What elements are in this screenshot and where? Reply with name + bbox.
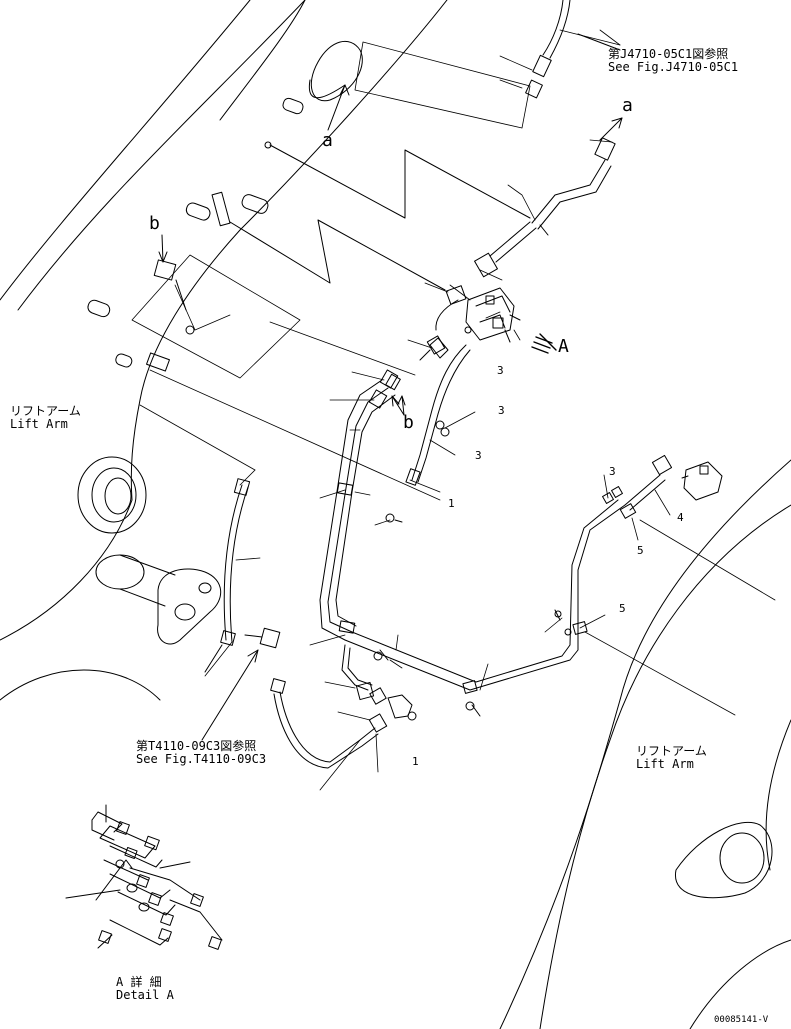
ref-top: 第J4710-05C1図参照 See Fig.J4710-05C1 bbox=[608, 48, 738, 74]
detail-a-en: Detail A bbox=[116, 988, 174, 1002]
lift-arm-left-jp: リフトアーム bbox=[10, 404, 81, 418]
leader-frames bbox=[131, 254, 441, 501]
part-number: 1 bbox=[412, 755, 419, 768]
part-number: 3 bbox=[609, 465, 616, 478]
main-pipes bbox=[319, 299, 637, 694]
detail-a-label: A 詳 細 Detail A bbox=[116, 976, 174, 1002]
ref-top-jp: 第J4710-05C1図参照 bbox=[608, 47, 729, 61]
detail-a-drawing bbox=[65, 804, 223, 950]
part-number: 3 bbox=[498, 404, 505, 417]
ref-bottom-jp: 第T4110-09C3図参照 bbox=[136, 739, 257, 753]
lift-arm-right-jp: リフトアーム bbox=[636, 744, 707, 758]
ref-bottom: 第T4110-09C3図参照 See Fig.T4110-09C3 bbox=[136, 740, 266, 766]
ref-top-en: See Fig.J4710-05C1 bbox=[608, 60, 739, 74]
marker-a-right: a bbox=[622, 95, 633, 116]
upper-hose-lines bbox=[354, 0, 621, 129]
part-number: 4 bbox=[677, 511, 684, 524]
bottom-fittings bbox=[244, 326, 572, 769]
marker-a-left: a bbox=[322, 130, 333, 151]
lift-arm-right-en: Lift Arm bbox=[636, 757, 694, 771]
part-number: 1 bbox=[448, 497, 455, 510]
part-number: 3 bbox=[475, 449, 482, 462]
marker-detail-a: A bbox=[558, 336, 569, 357]
marker-b-right: b bbox=[403, 412, 414, 433]
detail-a-jp: A 詳 細 bbox=[116, 975, 162, 989]
upper-right-fittings bbox=[602, 454, 723, 511]
spacers bbox=[87, 97, 304, 372]
lift-arm-left-en: Lift Arm bbox=[10, 417, 68, 431]
leader-lines bbox=[204, 29, 776, 791]
right-lift-arm-outline bbox=[499, 459, 791, 1029]
marker-b-left: b bbox=[149, 213, 160, 234]
break-lines bbox=[229, 144, 531, 291]
left-lift-arm-outline bbox=[0, 0, 448, 701]
ref-bottom-en: See Fig.T4110-09C3 bbox=[136, 752, 267, 766]
left-cylinder-hose bbox=[204, 478, 251, 673]
cylinder-pin bbox=[95, 554, 222, 645]
part-number: 5 bbox=[619, 602, 626, 615]
lift-arm-left-label: リフトアーム Lift Arm bbox=[10, 405, 81, 431]
arrows bbox=[158, 33, 623, 741]
pin-boss bbox=[77, 456, 147, 534]
part-number: 3 bbox=[497, 364, 504, 377]
detail-a-marker bbox=[531, 333, 557, 354]
valve-block bbox=[419, 137, 616, 361]
drawing-id: 00085141-V bbox=[714, 1015, 769, 1025]
lift-arm-right-label: リフトアーム Lift Arm bbox=[636, 745, 707, 771]
part-number: 5 bbox=[637, 544, 644, 557]
